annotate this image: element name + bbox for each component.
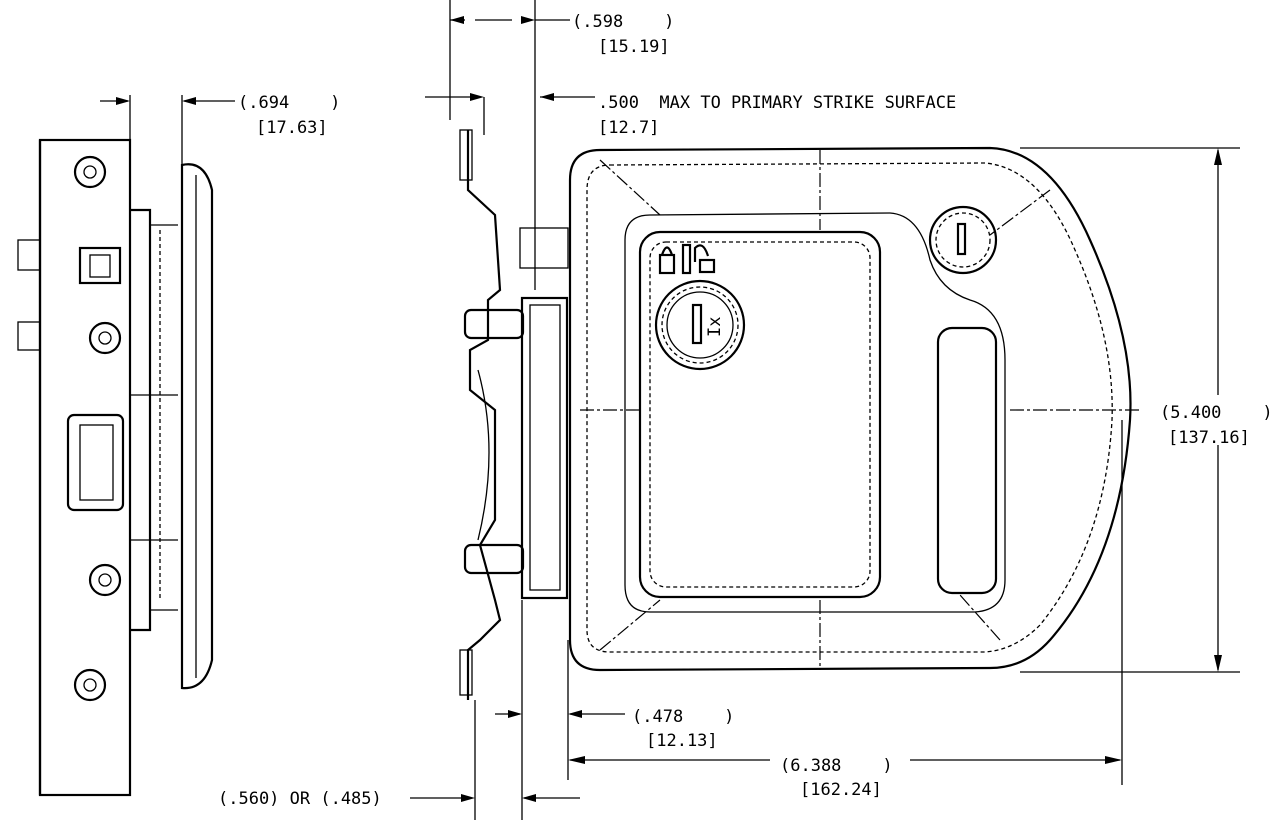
dim-500-in: .500 MAX TO PRIMARY STRIKE SURFACE <box>598 93 956 113</box>
key-cylinder-lower: Ix <box>654 279 746 371</box>
dim-598-mm: [15.19] <box>598 37 670 57</box>
side-view-left <box>17 95 235 797</box>
side-view-middle <box>410 0 625 820</box>
dim-6388-mm: [162.24] <box>800 780 882 800</box>
dim-560-or-485: (.560) OR (.485) <box>218 789 382 809</box>
lock-indicator-icons <box>658 243 716 275</box>
dim-598-in: (.598 ) <box>572 12 674 32</box>
key-symbol: Ix <box>705 317 725 337</box>
dim-5400-mm: [137.16] <box>1168 428 1250 448</box>
dim-6388-in: (6.388 ) <box>780 756 893 776</box>
key-cylinder-upper <box>928 205 998 275</box>
dim-478-in: (.478 ) <box>632 707 734 727</box>
dim-694-mm: [17.63] <box>256 118 328 138</box>
dim-478-mm: [12.13] <box>646 731 718 751</box>
dim-694-in: (.694 ) <box>238 93 340 113</box>
dim-5400-in: (5.400 ) <box>1160 403 1273 423</box>
dim-500-mm: [12.7] <box>598 118 659 138</box>
dimension-lines <box>568 147 1240 785</box>
handle-front-view: Ix <box>568 146 1140 672</box>
